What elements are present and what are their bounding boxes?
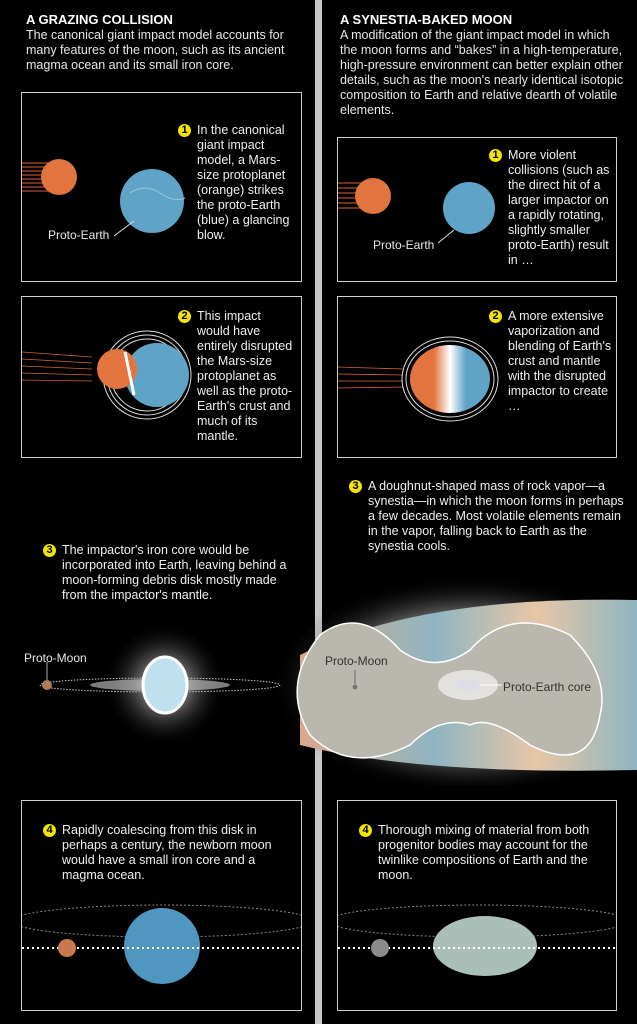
proto-earth-planet <box>120 169 184 233</box>
step-number-badge: 3 <box>43 544 56 557</box>
right-intro: A modification of the giant impact model… <box>340 28 624 117</box>
step-4-text: 4 Thorough mixing of material from both … <box>359 823 608 883</box>
synestia-proto-moon-label: Proto-Moon <box>325 654 388 668</box>
step-number-badge: 4 <box>43 824 56 837</box>
left-title: A GRAZING COLLISION <box>26 12 173 27</box>
left-step-2-panel: 2 This impact would have entirely disrup… <box>21 296 302 458</box>
twin-composition-illustration <box>338 904 616 976</box>
step-1-text: 1 More violent collisions (such as the d… <box>489 148 613 268</box>
newborn-moon <box>58 939 76 957</box>
step-4-text: 4 Rapidly coalescing from this disk in p… <box>43 823 292 883</box>
impactor-planet <box>41 159 77 195</box>
left-intro: The canonical giant impact model account… <box>26 28 285 72</box>
step-number-badge: 4 <box>359 824 372 837</box>
step-2-text: 2 A more extensive vaporization and blen… <box>489 309 613 414</box>
step-2-text: 2 This impact would have entirely disrup… <box>178 309 297 444</box>
step-number-badge: 1 <box>489 149 502 162</box>
right-step-4-panel: 4 Thorough mixing of material from both … <box>337 800 617 1011</box>
impact-disruption-illustration <box>22 330 192 420</box>
right-step-2-panel: 2 A more extensive vaporization and blen… <box>337 296 617 458</box>
synestia-illustration <box>270 575 637 785</box>
earth-planet <box>124 908 200 984</box>
grazing-impact-illustration <box>22 159 186 237</box>
proto-moon-label: Proto-Moon <box>24 651 87 665</box>
right-step-1-panel: Proto-Earth 1 More violent collisions (s… <box>337 137 617 282</box>
left-step-3-text: 3 The impactor's iron core would be inco… <box>43 543 292 603</box>
step-number-badge: 1 <box>178 124 191 137</box>
proto-earth-core-label: Proto-Earth core <box>503 680 592 694</box>
column-divider <box>315 0 322 1024</box>
right-title: A SYNESTIA-BAKED MOON <box>340 12 513 27</box>
proto-moon-dot <box>352 684 358 690</box>
earth-in-disk <box>141 655 189 715</box>
left-step-1-panel: Proto-Earth 1 In the canonical giant imp… <box>21 92 302 282</box>
proto-earth-label: Proto-Earth <box>48 228 110 242</box>
earth-planet <box>433 916 537 976</box>
proto-earth-core <box>456 679 480 691</box>
right-header: A SYNESTIA-BAKED MOON A modification of … <box>340 12 630 118</box>
right-step-3-text: 3 A doughnut-shaped mass of rock vapor—a… <box>349 479 633 554</box>
moon <box>371 939 389 957</box>
step-1-text: 1 In the canonical giant impact model, a… <box>178 123 297 243</box>
step-number-badge: 2 <box>489 310 502 323</box>
step-number-badge: 2 <box>178 310 191 323</box>
proto-moon-dot <box>42 680 52 690</box>
proto-earth-label: Proto-Earth <box>373 238 435 252</box>
vaporization-illustration <box>338 336 499 422</box>
newborn-moon-illustration <box>22 904 301 984</box>
left-header: A GRAZING COLLISION The canonical giant … <box>26 12 306 73</box>
left-step-4-panel: 4 Rapidly coalescing from this disk in p… <box>21 800 302 1011</box>
direct-hit-illustration <box>338 178 495 244</box>
step-number-badge: 3 <box>349 480 362 493</box>
